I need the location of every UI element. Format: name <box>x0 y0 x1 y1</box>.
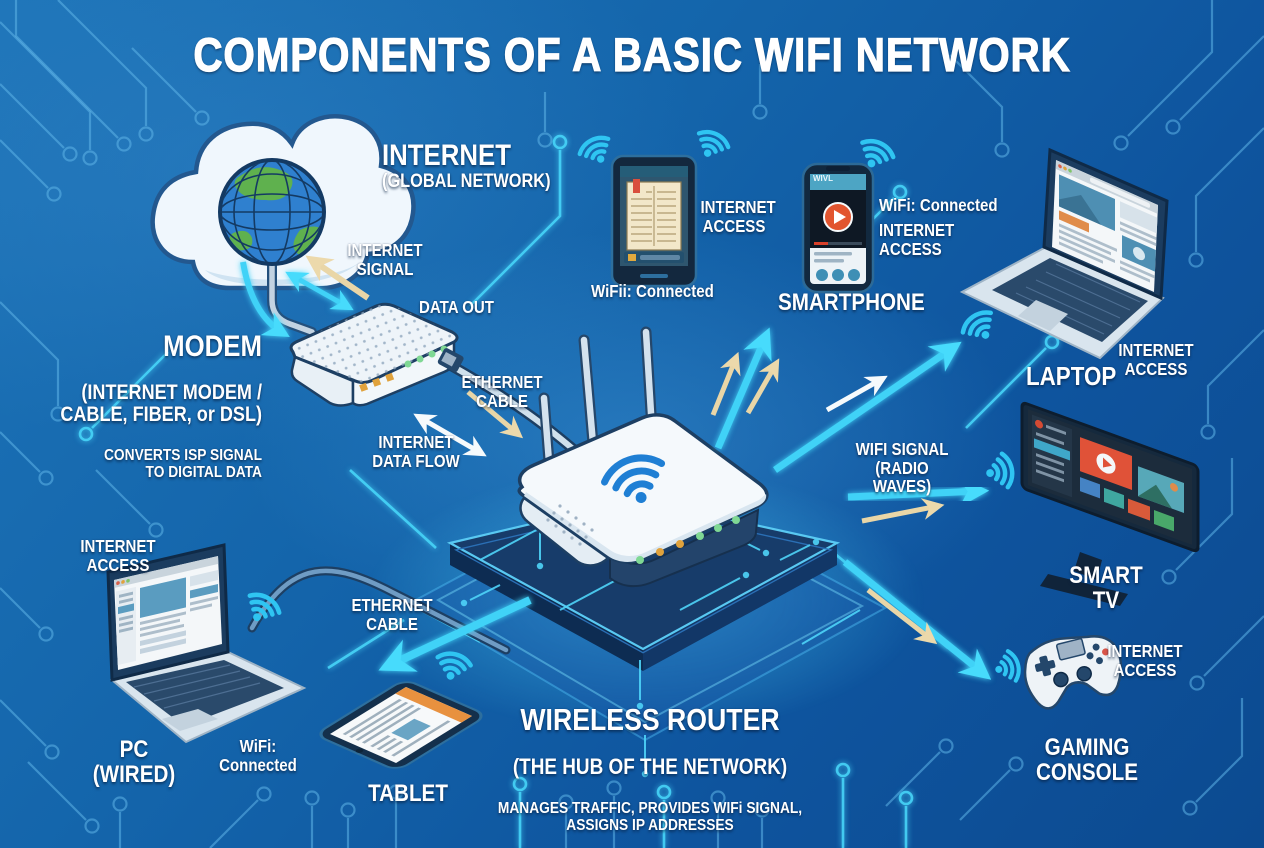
arrow-uplink-white <box>825 375 888 413</box>
arrow-uplink-tan-2 <box>745 358 780 415</box>
router-label-block: WIRELESS ROUTER (THE HUB OF THE NETWORK)… <box>476 687 823 848</box>
ereader-wifi-status: WiFii: Connected <box>591 281 714 301</box>
wifi-arcs-icon-ereader-left <box>577 133 617 170</box>
smartphone-internet-access: INTERNET ACCESS <box>879 220 955 259</box>
router-vents <box>546 504 594 546</box>
label-internet-signal: INTERNET SIGNAL <box>347 240 423 279</box>
wifi-arcs-icon-tv <box>984 452 1015 490</box>
modem-title: MODEM <box>163 329 262 363</box>
smartphone-device <box>801 162 875 294</box>
pc-title: PC (WIRED) <box>92 736 176 789</box>
smartphone-screen-app-title: WIVL <box>813 174 833 183</box>
router-description: MANAGES TRAFFIC, PROVIDES WIFi SIGNAL, A… <box>497 800 803 834</box>
label-internet-data-flow: INTERNET DATA FLOW <box>372 432 460 471</box>
tablet-device <box>319 681 483 769</box>
wifi-arcs-icon-ereader-right <box>692 127 731 163</box>
console-title: GAMING CONSOLE <box>1035 734 1139 787</box>
router-led-lights <box>636 516 740 564</box>
pc-device <box>106 543 307 744</box>
cable-pc-to-router <box>247 566 511 655</box>
label-ethernet-cable-pc: ETHERNET CABLE <box>351 595 433 634</box>
smartphone-title: SMARTPHONE <box>777 289 925 316</box>
modem-subtitle: (INTERNET MODEM / CABLE, FIBER, or DSL) <box>60 380 262 426</box>
internet-subtitle: (GLOBAL NETWORK) <box>382 171 551 192</box>
pc-internet-access: INTERNET ACCESS <box>80 536 156 575</box>
page-title: COMPONENTS OF A BASIC WIFI NETWORK <box>193 28 1071 81</box>
wifi-arcs-icon-laptop <box>959 307 1001 347</box>
modem-device <box>289 302 459 407</box>
router-subtitle: (THE HUB OF THE NETWORK) <box>512 753 788 779</box>
arrow-tan-to-tv <box>861 498 945 524</box>
arrow-wifi-signal-to-tv <box>847 476 990 508</box>
wifi-arcs-icon-console <box>992 649 1022 684</box>
modem-led-lights <box>359 345 448 392</box>
label-data-out: DATA OUT <box>419 297 494 317</box>
arrow-router-to-smartphone <box>714 327 772 450</box>
modem-description: CONVERTS ISP SIGNAL TO DIGITAL DATA <box>103 447 262 482</box>
arrow-router-to-console <box>842 559 992 680</box>
arrow-ethernet-cable-tan <box>466 390 524 439</box>
arrow-uplink-tan-1 <box>710 351 741 416</box>
ereader-device <box>610 154 698 288</box>
arrow-signal-to-modem <box>240 261 290 337</box>
pc-wifi-status: WiFi: Connected <box>219 736 297 775</box>
smart-tv-title: SMART TV <box>1069 562 1143 615</box>
arrow-router-to-tablet <box>378 596 532 672</box>
ereader-internet-access: INTERNET ACCESS <box>700 197 776 236</box>
console-internet-access: INTERNET ACCESS <box>1107 641 1183 680</box>
arrow-router-to-laptop <box>773 341 962 473</box>
internet-title: INTERNET <box>382 139 511 172</box>
laptop-internet-access: INTERNET ACCESS <box>1118 340 1194 379</box>
modem-label-block: MODEM (INTERNET MODEM / CABLE, FIBER, or… <box>38 314 262 499</box>
laptop-title: LAPTOP <box>1026 361 1117 391</box>
router-title: WIRELESS ROUTER <box>520 701 780 737</box>
smartphone-wifi-status: WiFi: Connected <box>879 195 998 215</box>
arrow-tan-to-console <box>866 588 938 645</box>
router-device <box>517 326 769 588</box>
label-ethernet-cable-modem: ETHERNET CABLE <box>461 372 543 411</box>
tablet-title: TABLET <box>368 780 448 807</box>
gamepad-icon <box>1023 635 1123 710</box>
arrow-internet-signal-exchange <box>285 271 354 311</box>
globe-icon <box>218 158 326 266</box>
router-wifi-logo-icon <box>601 454 666 504</box>
laptop-device <box>959 147 1169 360</box>
label-wifi-signal: WIFI SIGNAL (RADIO WAVES) <box>855 439 949 497</box>
arrow-internet-data-flow <box>413 413 487 457</box>
smart-tv-device <box>1020 401 1200 606</box>
